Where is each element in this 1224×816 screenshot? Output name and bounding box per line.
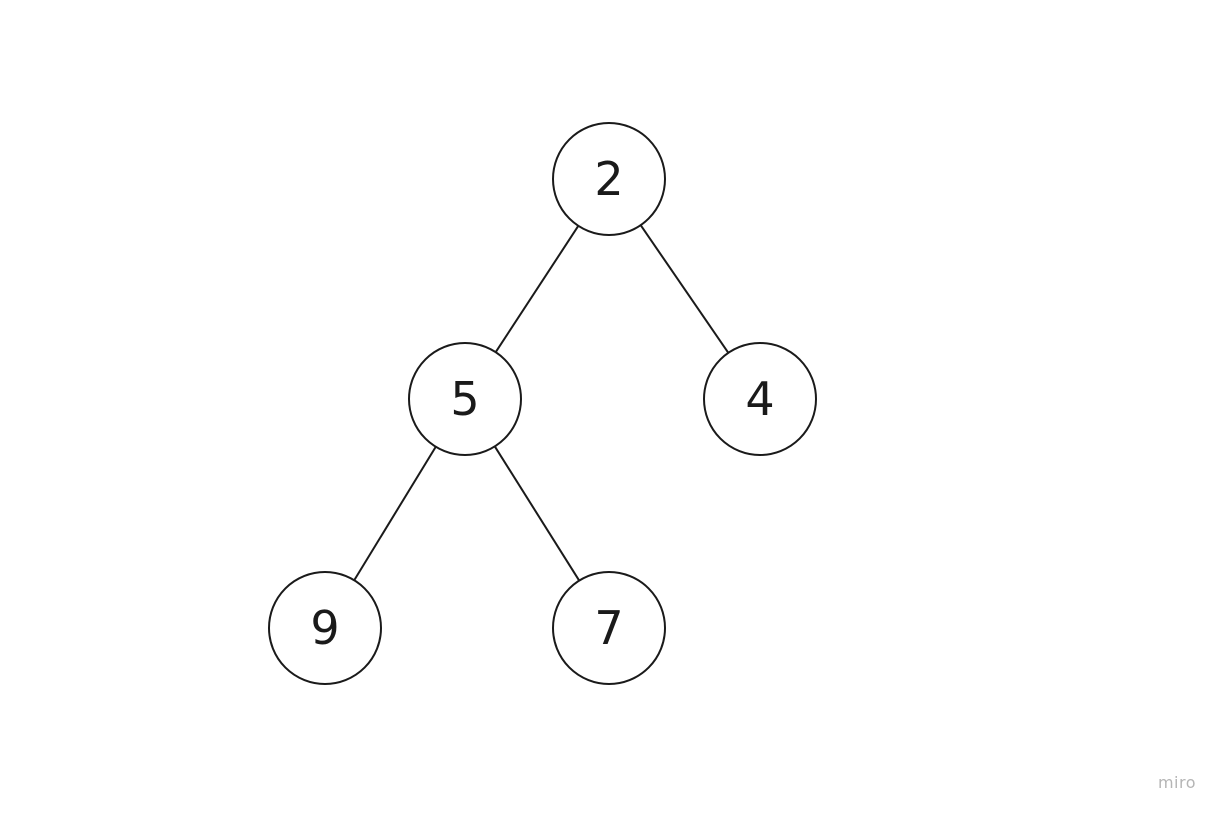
- tree-node-4: 4: [703, 342, 817, 456]
- tree-node-2: 2: [552, 122, 666, 236]
- node-label: 5: [450, 372, 479, 426]
- node-label: 2: [594, 152, 623, 206]
- node-label: 9: [310, 601, 339, 655]
- tree-node-7: 7: [552, 571, 666, 685]
- node-circle: [552, 571, 666, 685]
- node-label: 7: [594, 601, 623, 655]
- node-label: 4: [745, 372, 774, 426]
- edge-n2-n4: [639, 224, 730, 354]
- miro-watermark: miro: [1157, 773, 1196, 792]
- edge-n5-n9: [353, 446, 437, 581]
- node-circle: [408, 342, 522, 456]
- tree-node-5: 5: [408, 342, 522, 456]
- node-circle: [703, 342, 817, 456]
- tree-node-9: 9: [268, 571, 382, 685]
- edges-layer: [353, 224, 730, 582]
- node-circle: [268, 571, 382, 685]
- nodes-layer: 2 5 4 9 7: [268, 122, 817, 685]
- edge-n5-n7: [493, 445, 581, 582]
- node-circle: [552, 122, 666, 236]
- edge-n2-n5: [494, 225, 580, 353]
